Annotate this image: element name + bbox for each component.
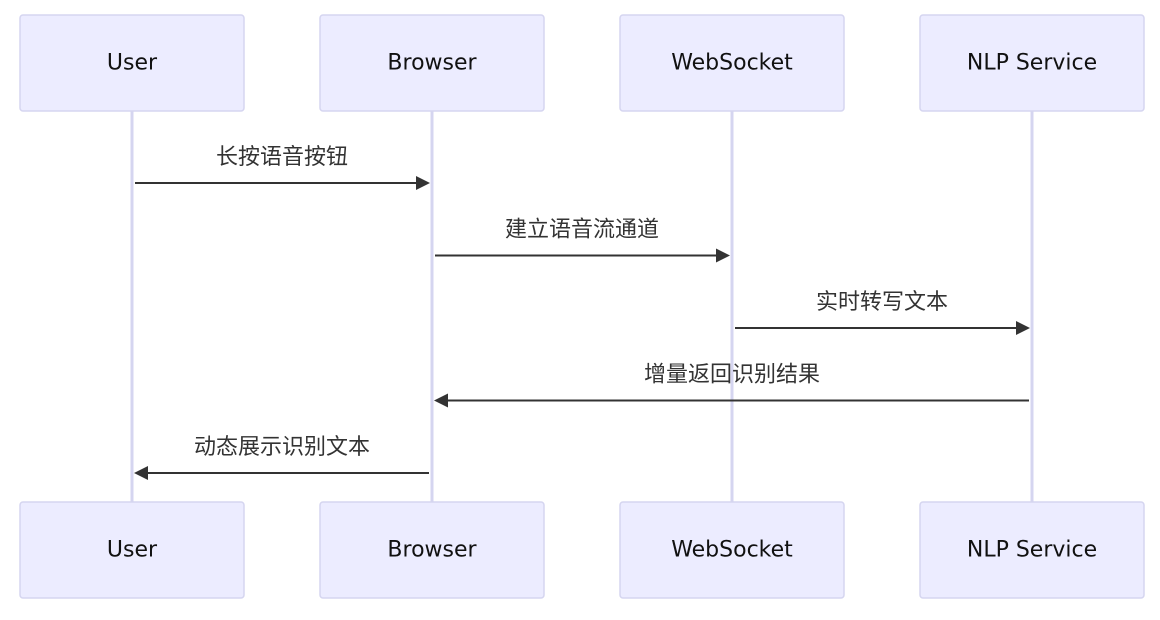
actor-browser-top: Browser (319, 14, 545, 112)
arrowhead-icon (434, 393, 448, 408)
actor-box-browser-bottom (319, 501, 545, 599)
actor-box-nlp-bottom (919, 501, 1145, 599)
actors-top-row: User Browser WebSocket NLP Service (19, 14, 1145, 112)
message-label-4: 增量返回识别结果 (644, 363, 820, 388)
message-label-2: 建立语音流通道 (505, 218, 659, 243)
actor-label-user-top: User (107, 51, 158, 76)
actor-nlp-bottom: NLP Service (919, 501, 1145, 599)
actor-label-websocket-top: WebSocket (671, 51, 793, 76)
message-2: 建立语音流通道 (435, 218, 730, 263)
actor-websocket-bottom: WebSocket (619, 501, 845, 599)
arrowhead-icon (716, 248, 730, 263)
actor-label-user-bottom: User (107, 538, 158, 563)
actor-label-browser-top: Browser (387, 51, 477, 76)
lifelines (130, 111, 1034, 502)
actor-nlp-top: NLP Service (919, 14, 1145, 112)
actor-user-top: User (19, 14, 245, 112)
actor-label-nlp-top: NLP Service (967, 51, 1097, 76)
actor-box-websocket-top (619, 14, 845, 112)
actor-box-user-bottom (19, 501, 245, 599)
message-1: 长按语音按钮 (135, 145, 430, 190)
actor-websocket-top: WebSocket (619, 14, 845, 112)
actor-label-nlp-bottom: NLP Service (967, 538, 1097, 563)
actor-box-user-top (19, 14, 245, 112)
actor-box-browser-top (319, 14, 545, 112)
arrowhead-icon (416, 176, 430, 190)
message-3: 实时转写文本 (735, 290, 1030, 335)
message-label-1: 长按语音按钮 (216, 145, 348, 170)
actor-label-browser-bottom: Browser (387, 538, 477, 563)
message-label-5: 动态展示识别文本 (194, 435, 370, 460)
actor-box-websocket-bottom (619, 501, 845, 599)
arrowhead-icon (1016, 321, 1030, 335)
arrowhead-icon (134, 466, 148, 480)
actor-user-bottom: User (19, 501, 245, 599)
actor-browser-bottom: Browser (319, 501, 545, 599)
actors-bottom-row: User Browser WebSocket NLP Service (19, 501, 1145, 599)
message-label-3: 实时转写文本 (816, 290, 948, 315)
message-5: 动态展示识别文本 (134, 435, 429, 480)
message-4: 增量返回识别结果 (434, 363, 1029, 408)
actor-box-nlp-top (919, 14, 1145, 112)
actor-label-websocket-bottom: WebSocket (671, 538, 793, 563)
